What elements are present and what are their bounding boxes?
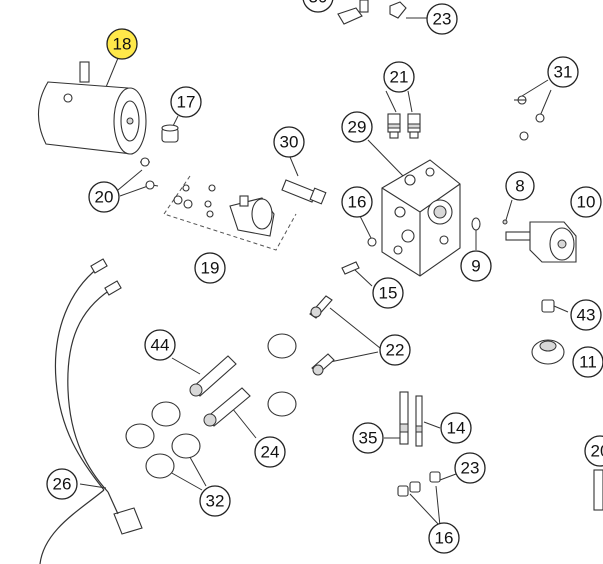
gear-pump — [505, 221, 577, 263]
pump-assembly — [163, 175, 297, 251]
callout-24[interactable]: 24 — [254, 436, 286, 468]
callout-15[interactable]: 15 — [372, 277, 404, 309]
plug-and-washer — [367, 217, 508, 247]
top-fittings — [337, 0, 428, 25]
wire-harness — [39, 258, 143, 564]
callout-11[interactable]: 11 — [572, 346, 603, 378]
solenoid-valves-22 — [309, 295, 335, 376]
svg-text:23: 23 — [461, 459, 480, 478]
svg-text:8: 8 — [515, 177, 524, 196]
cartridge-valve — [281, 179, 327, 205]
relief-valves — [387, 113, 421, 139]
callout-23-top[interactable]: 23 — [426, 3, 458, 35]
callout-14[interactable]: 14 — [440, 412, 472, 444]
svg-text:14: 14 — [447, 419, 466, 438]
cartridge-valves-44-24 — [189, 355, 251, 427]
svg-text:30: 30 — [280, 133, 299, 152]
coils — [125, 333, 297, 479]
svg-text:20: 20 — [95, 188, 114, 207]
valve-stems — [399, 391, 423, 447]
callout-16-upper[interactable]: 16 — [341, 186, 373, 218]
svg-text:19: 19 — [201, 259, 220, 278]
callout-16-lower[interactable]: 16 — [428, 522, 460, 554]
callout-43[interactable]: 43 — [570, 299, 602, 331]
svg-text:9: 9 — [471, 257, 480, 276]
callout-8[interactable]: 8 — [505, 171, 535, 201]
svg-text:15: 15 — [379, 284, 398, 303]
manifold-screws — [514, 95, 545, 141]
callout-23-bottom[interactable]: 23 — [454, 452, 486, 484]
callout-21[interactable]: 21 — [383, 61, 415, 93]
motor — [37, 61, 147, 155]
fitting-15 — [341, 261, 360, 275]
svg-text:11: 11 — [579, 353, 597, 372]
callout-20-right[interactable]: 20 — [584, 435, 603, 467]
motor-screws — [140, 157, 159, 190]
callout-32[interactable]: 32 — [199, 485, 231, 517]
svg-text:16: 16 — [435, 529, 454, 548]
callout-19[interactable]: 19 — [194, 252, 226, 284]
svg-text:23: 23 — [433, 10, 452, 29]
svg-text:44: 44 — [151, 336, 170, 355]
callout-10[interactable]: 10 — [570, 186, 602, 218]
callout-22[interactable]: 22 — [379, 334, 411, 366]
fitting-43 — [541, 299, 555, 313]
svg-text:35: 35 — [359, 429, 378, 448]
callout-9[interactable]: 9 — [460, 250, 492, 282]
coil-11 — [531, 339, 565, 365]
svg-text:21: 21 — [390, 68, 409, 87]
svg-text:10: 10 — [577, 193, 596, 212]
svg-text:30: 30 — [309, 0, 328, 7]
svg-text:29: 29 — [348, 118, 367, 137]
callout-30-top[interactable]: 30 — [302, 0, 334, 13]
svg-text:43: 43 — [577, 306, 596, 325]
svg-text:17: 17 — [177, 93, 196, 112]
svg-text:20: 20 — [591, 442, 603, 461]
callout-18[interactable]: 18 — [106, 28, 138, 60]
leader-lines — [79, 57, 569, 527]
svg-text:22: 22 — [386, 341, 405, 360]
callout-35[interactable]: 35 — [352, 422, 384, 454]
svg-text:31: 31 — [554, 63, 573, 82]
callout-44[interactable]: 44 — [144, 329, 176, 361]
svg-text:18: 18 — [113, 35, 132, 54]
bottom-fittings — [397, 471, 441, 497]
callout-20[interactable]: 20 — [88, 181, 120, 213]
svg-text:24: 24 — [261, 443, 280, 462]
manifold-block — [381, 159, 461, 277]
callout-29[interactable]: 29 — [341, 111, 373, 143]
bushing — [161, 124, 179, 143]
svg-text:32: 32 — [206, 492, 225, 511]
callout-17[interactable]: 17 — [170, 86, 202, 118]
right-edge-part — [593, 469, 603, 511]
svg-text:26: 26 — [53, 475, 72, 494]
callout-26[interactable]: 26 — [46, 468, 78, 500]
callout-31[interactable]: 31 — [547, 56, 579, 88]
svg-text:16: 16 — [348, 193, 367, 212]
callout-30[interactable]: 30 — [273, 126, 305, 158]
